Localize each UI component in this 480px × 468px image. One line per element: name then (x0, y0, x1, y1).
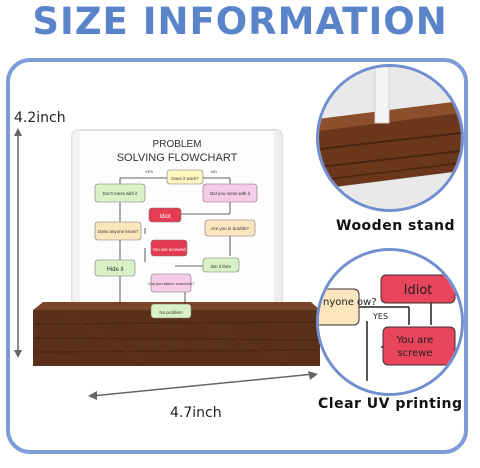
node-does-it-work: Does it work? (171, 176, 199, 181)
width-arrow-icon (88, 371, 318, 400)
zoom-node-anyone: nyone ow? (323, 297, 377, 308)
content-frame (6, 58, 468, 454)
page-title: SIZE INFORMATION (32, 0, 448, 43)
node-can-you-blame: Can you blame someone? (148, 281, 195, 286)
node-bin-it: Bin it then (211, 264, 232, 269)
edge-label-no: NO (211, 169, 217, 174)
product-image: PROBLEM SOLVING FLOWCHART Does it work? … (33, 129, 320, 366)
wooden-stand-zoom (316, 64, 464, 212)
node-does-anyone-know: Does anyone know? (98, 229, 139, 234)
uv-print-caption: Clear UV printing (318, 396, 463, 412)
node-dont-mess: Don't mess with it (102, 191, 138, 196)
flowchart-title-line2: SOLVING FLOWCHART (117, 152, 238, 164)
zoom-node-idiot: Idiot (404, 283, 433, 298)
zoom-node-screwed-line1: You are (396, 335, 434, 346)
node-idiot: Idiot (159, 214, 171, 220)
node-hide-it: Hide it (106, 267, 123, 273)
height-arrow-icon (14, 128, 22, 358)
width-label: 4.7inch (170, 405, 222, 421)
node-did-you-mess: Did you mess with it (210, 191, 251, 196)
uv-print-detail-image: Idiot nyone ow? YES You are screwe (319, 251, 461, 393)
wooden-stand-caption: Wooden stand (336, 218, 455, 234)
zoom-node-screwed-line2: screwe (397, 348, 432, 359)
edge-label-yes: YES (145, 169, 153, 174)
wooden-stand-detail-image (319, 67, 461, 209)
height-label: 4.2inch (14, 110, 66, 126)
node-you-are-screwed: You are screwed (152, 247, 186, 252)
node-no-problem: No problem (159, 310, 183, 315)
flowchart-title-line1: PROBLEM (153, 139, 202, 150)
uv-print-zoom: Idiot nyone ow? YES You are screwe (316, 248, 464, 396)
zoom-yes-label: YES (372, 312, 388, 321)
node-are-you-in-trouble: Are you in trouble? (211, 226, 249, 231)
